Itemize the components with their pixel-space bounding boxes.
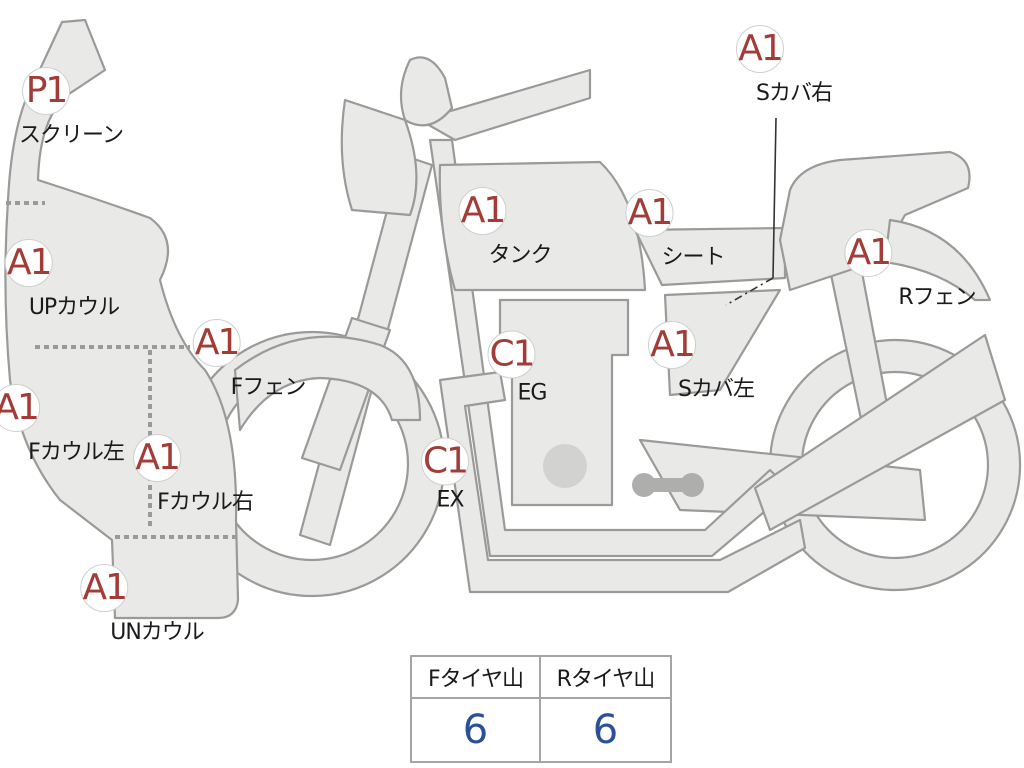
grade-badge: C1 [487, 330, 536, 379]
grade-badge: A1 [844, 229, 893, 277]
headlight [340, 98, 418, 217]
exhaust-pipe [438, 370, 807, 594]
part-label: Sカバ左 [678, 377, 755, 402]
marker-r-fender[interactable]: A1 Rフェン [844, 229, 977, 311]
part-label: Sカバ右 [756, 81, 833, 106]
grade-badge: A1 [0, 384, 41, 432]
grade-badge: A1 [458, 187, 507, 235]
grade-badge: A1 [648, 321, 697, 369]
marker-screen[interactable]: P1 スクリーン [0, 67, 124, 149]
mirror [399, 56, 454, 127]
front-tire-header: Fタイヤ山 [412, 657, 541, 699]
marker-f-fender[interactable]: A1 Fフェン [192, 319, 307, 401]
grade-badge: A1 [4, 239, 53, 287]
grade-badge: A1 [80, 564, 129, 612]
marker-tank[interactable]: A1 タンク [458, 187, 553, 269]
front-fender-shape [233, 335, 422, 432]
marker-f-cowl-right[interactable]: A1 Fカウル右 [133, 434, 254, 516]
muffler [753, 333, 1007, 532]
part-label: Fカウル右 [157, 490, 254, 515]
part-label: UNカウル [110, 620, 205, 645]
grade-badge: A1 [625, 189, 674, 237]
part-label: Fカウル左 [28, 440, 125, 465]
tire-tread-table: Fタイヤ山 Rタイヤ山 6 6 [410, 655, 672, 763]
grade-badge: P1 [22, 67, 70, 115]
marker-side-cover-left[interactable]: A1 Sカバ左 [648, 321, 755, 403]
grade-badge: A1 [736, 25, 785, 73]
front-tire-value: 6 [412, 699, 541, 761]
part-label: Fフェン [230, 375, 307, 400]
frame-rail [418, 68, 592, 142]
part-label: UPカウル [28, 295, 120, 320]
grade-badge: A1 [133, 434, 182, 482]
tail-cowl [778, 150, 971, 292]
part-label: シート [661, 245, 725, 270]
marker-seat[interactable]: A1 シート [625, 189, 726, 271]
rear-tire-value: 6 [592, 707, 619, 753]
marker-side-cover-right[interactable]: A1 Sカバ右 [736, 25, 833, 107]
engine-cover [543, 444, 587, 488]
marker-exhaust[interactable]: C1 EX [421, 437, 469, 513]
marker-f-cowl-left[interactable]: A1 Fカウル左 [0, 384, 125, 466]
part-label: EG [517, 380, 548, 406]
part-label: タンク [488, 243, 552, 268]
part-label: スクリーン [19, 123, 124, 148]
rear-fender-shape [883, 218, 992, 302]
marker-un-cowl[interactable]: A1 UNカウル [80, 564, 205, 646]
rear-tire-header: Rタイヤ山 [541, 657, 670, 699]
marker-engine[interactable]: C1 EG [487, 330, 548, 406]
part-label: EX [436, 487, 465, 513]
part-label: Rフェン [898, 285, 976, 310]
grade-badge: C1 [421, 437, 469, 486]
grade-badge: A1 [192, 319, 241, 367]
seat-shape [633, 226, 787, 287]
marker-up-cowl[interactable]: A1 UPカウル [4, 239, 120, 321]
